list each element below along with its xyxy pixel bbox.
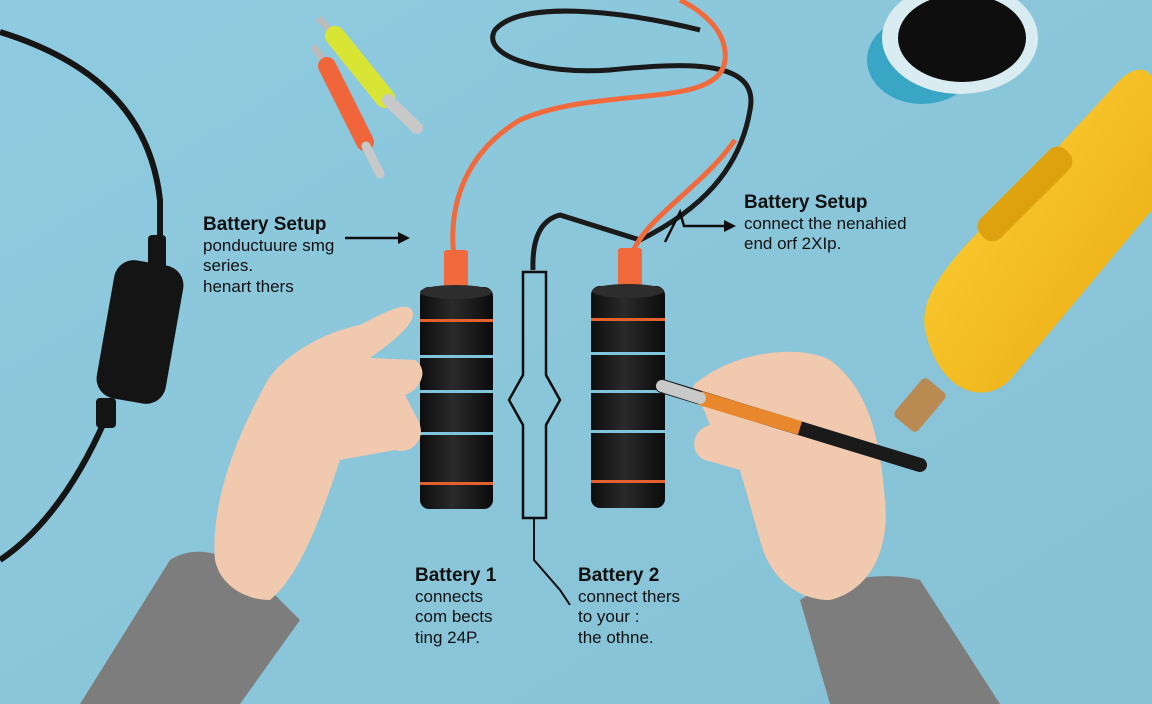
label-left-line-2: series. xyxy=(203,256,254,276)
battery-2-line-2: to your : xyxy=(578,607,640,627)
test-probe-yellow xyxy=(315,15,423,134)
battery-2 xyxy=(591,248,665,508)
left-hand xyxy=(80,306,423,704)
label-right-title: Battery Setup xyxy=(744,192,868,213)
test-probe-red xyxy=(310,43,385,179)
battery-1-line-1: connects xyxy=(415,587,484,607)
right-hand xyxy=(655,351,1000,704)
battery-1-line-3: ting 24P. xyxy=(415,627,480,647)
label-left-title: Battery Setup xyxy=(203,214,327,235)
battery-2-line-3: the othne. xyxy=(578,627,654,647)
connector-outline xyxy=(507,270,562,520)
battery-2-title: Battery 2 xyxy=(578,565,660,586)
arrow-left-label xyxy=(345,232,410,244)
battery-setup-label-right: Battery Setup connect the nenahied end o… xyxy=(744,192,907,255)
orange-wire-right xyxy=(627,138,738,261)
battery-1-label: Battery 1 connects com bects ting 24P. xyxy=(415,565,496,648)
battery-1-line-2: com bects xyxy=(415,607,493,627)
label-right-line-1: connect the nenahied xyxy=(744,214,907,234)
battery-2-label: Battery 2 connect thers to your : the ot… xyxy=(578,565,680,648)
label-right-line-2: end orf 2XIp. xyxy=(744,234,842,254)
pointer-line-bottom xyxy=(533,518,571,606)
coffee-cup xyxy=(867,0,1038,104)
battery-setup-label-left: Battery Setup ponductuure smg series. he… xyxy=(203,214,334,297)
inline-switch-cable xyxy=(0,29,184,563)
arrow-right-label xyxy=(663,208,736,243)
label-left-line-1: ponductuure smg xyxy=(203,236,335,256)
orange-wire-left xyxy=(450,0,728,266)
battery-1 xyxy=(420,250,493,509)
yellow-hot-glue-tool xyxy=(894,69,1152,432)
battery-1-title: Battery 1 xyxy=(415,565,497,586)
label-left-line-3: henart thers xyxy=(203,276,294,296)
battery-2-line-1: connect thers xyxy=(578,587,681,607)
inline-switch xyxy=(96,260,184,404)
